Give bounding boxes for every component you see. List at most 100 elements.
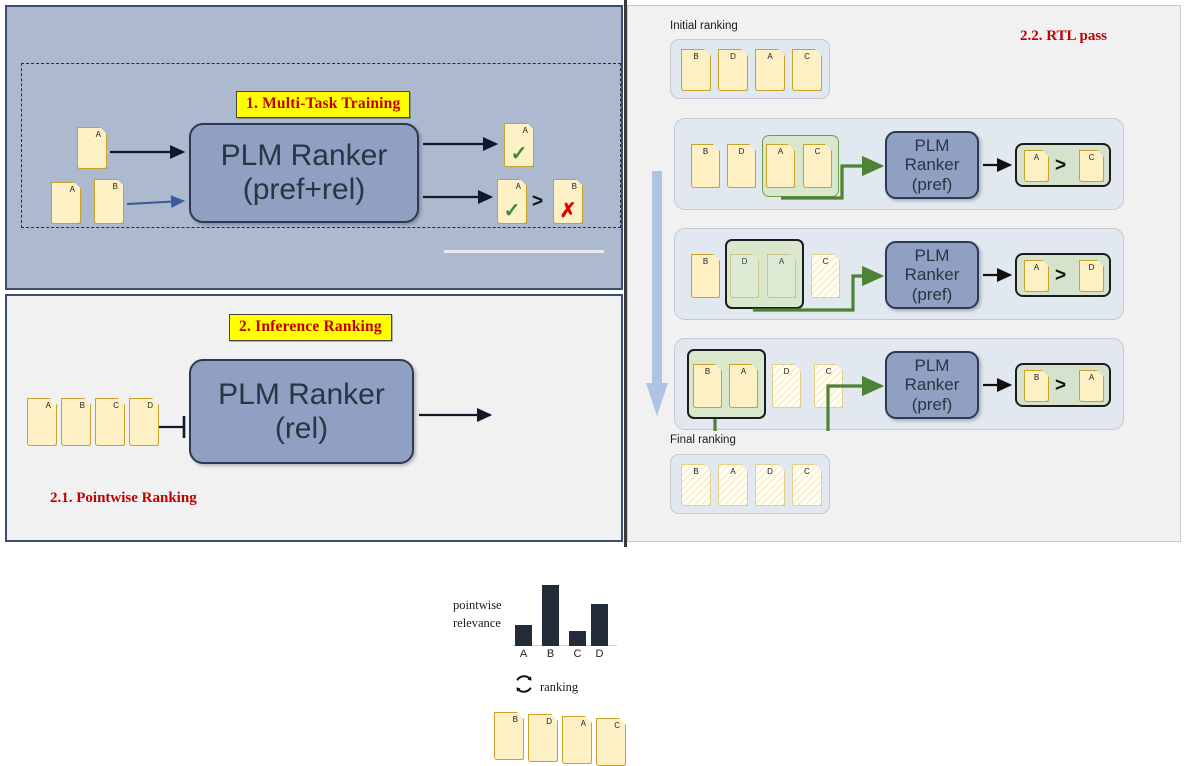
tick-a: A bbox=[519, 648, 528, 660]
plm-ranker-title: PLM Ranker bbox=[220, 139, 388, 173]
step3-result-left-doc: B bbox=[1024, 370, 1049, 402]
greater-than-symbol: > bbox=[532, 191, 544, 212]
plm-line-2: Ranker bbox=[904, 265, 960, 285]
training-banner: 1. Multi-Task Training bbox=[236, 91, 411, 118]
cross-icon: ✗ bbox=[559, 200, 577, 222]
plm-line-1: PLM bbox=[914, 246, 950, 266]
tick-c: C bbox=[573, 648, 582, 660]
doc-label: C bbox=[804, 467, 810, 476]
doc-label: C bbox=[804, 52, 810, 61]
doc-label: A bbox=[45, 401, 51, 410]
step2-result-left-doc: A bbox=[1024, 260, 1049, 292]
down-arrow-icon bbox=[646, 171, 668, 416]
inference-input-doc-4: D bbox=[129, 398, 159, 446]
plm-line-1: PLM bbox=[914, 356, 950, 376]
inference-input-doc-1: A bbox=[27, 398, 57, 446]
pointwise-relevance-barchart bbox=[515, 581, 610, 646]
plm-line-1: PLM bbox=[914, 136, 950, 156]
doc-label: A bbox=[778, 257, 785, 266]
doc-label: A bbox=[95, 130, 101, 139]
training-divider-line bbox=[444, 250, 604, 253]
circular-arrow-icon bbox=[516, 675, 532, 693]
initial-ranking-box: B D A C bbox=[670, 39, 830, 99]
step3-doc-4: C bbox=[814, 364, 843, 408]
inference-output-doc-4: C bbox=[596, 718, 626, 766]
doc-label: A bbox=[730, 467, 736, 476]
doc-label: C bbox=[113, 401, 119, 410]
doc-label: A bbox=[1033, 263, 1040, 272]
initial-doc-4: C bbox=[792, 49, 822, 91]
plm-ranker-subtitle: (rel) bbox=[274, 411, 329, 445]
doc-label: D bbox=[147, 401, 153, 410]
doc-label: D bbox=[546, 717, 552, 726]
doc-label: B bbox=[512, 715, 518, 724]
pointwise-ranking-label: 2.1. Pointwise Ranking bbox=[50, 490, 197, 506]
greater-than-symbol: > bbox=[1055, 265, 1067, 286]
plm-ranker-title: PLM Ranker bbox=[218, 377, 385, 411]
step2-doc-3: A bbox=[767, 254, 796, 298]
doc-label: B bbox=[702, 147, 709, 156]
doc-label: D bbox=[738, 147, 745, 156]
step1-result-left-doc: A bbox=[1024, 150, 1049, 182]
doc-label: A bbox=[1088, 373, 1095, 382]
plm-line-2: Ranker bbox=[904, 155, 960, 175]
doc-label: A bbox=[580, 719, 586, 728]
doc-label: D bbox=[767, 467, 773, 476]
rtl-step-row-1: B D A C PLM Ranker (pref) bbox=[674, 118, 1124, 210]
doc-label: A bbox=[522, 126, 528, 135]
rtl-step-row-3: B A D C PLM Ranker (pref) bbox=[674, 338, 1124, 431]
step2-doc-1: B bbox=[691, 254, 720, 298]
step2-result-box: A > D bbox=[1015, 253, 1111, 297]
training-output-doc-rejected: B ✗ bbox=[553, 179, 583, 224]
step1-doc-2: D bbox=[727, 144, 756, 188]
initial-doc-2: D bbox=[718, 49, 748, 91]
inference-ranking-panel: 2. Inference Ranking 2.1. Pointwise Rank… bbox=[5, 294, 623, 542]
plm-line-3: (pref) bbox=[911, 284, 953, 304]
doc-label: B bbox=[571, 182, 577, 191]
step1-doc-1: B bbox=[691, 144, 720, 188]
step2-result-right-doc: D bbox=[1079, 260, 1104, 292]
step3-doc-1: B bbox=[693, 364, 722, 408]
check-icon: ✓ bbox=[510, 143, 528, 165]
final-doc-2: A bbox=[718, 464, 748, 506]
rtl-pass-panel: 2.2. RTL pass Initial ranking B D A C B … bbox=[627, 5, 1181, 542]
step3-plm-ranker: PLM Ranker (pref) bbox=[885, 351, 979, 419]
tick-d: D bbox=[595, 648, 604, 660]
bar-a bbox=[515, 625, 532, 646]
step1-doc-3: A bbox=[766, 144, 795, 188]
left-column: 1. Multi-Task Training A A B PLM Ranker … bbox=[5, 5, 623, 542]
training-pairwise-input-doc-a: A bbox=[51, 182, 81, 224]
final-doc-1: B bbox=[681, 464, 711, 506]
training-pairwise-input-doc-b: B bbox=[94, 179, 124, 224]
rtl-step-row-2: B D A C PLM Ranker (pref) bbox=[674, 228, 1124, 320]
doc-label: C bbox=[825, 367, 832, 376]
plm-ranker-subtitle: (pref+rel) bbox=[242, 173, 366, 206]
step2-doc-2: D bbox=[730, 254, 759, 298]
doc-label: A bbox=[740, 367, 747, 376]
barchart-tick-labels: A B C D bbox=[515, 648, 610, 662]
doc-label: D bbox=[1088, 263, 1095, 272]
doc-label: A bbox=[777, 147, 784, 156]
step1-plm-ranker: PLM Ranker (pref) bbox=[885, 131, 979, 199]
doc-label: B bbox=[704, 367, 711, 376]
tick-b: B bbox=[546, 648, 555, 660]
inference-output-doc-1: B bbox=[494, 712, 524, 760]
plm-ranker-rel-box: PLM Ranker (rel) bbox=[189, 359, 414, 464]
step1-result-box: A > C bbox=[1015, 143, 1111, 187]
inference-output-doc-3: A bbox=[562, 716, 592, 764]
multi-task-training-panel: 1. Multi-Task Training A A B PLM Ranker … bbox=[5, 5, 623, 290]
initial-doc-1: B bbox=[681, 49, 711, 91]
rtl-pass-title: 2.2. RTL pass bbox=[1020, 28, 1108, 44]
doc-label: C bbox=[814, 147, 821, 156]
doc-label: A bbox=[1033, 153, 1040, 162]
doc-label: D bbox=[741, 257, 748, 266]
training-pointwise-input-doc: A bbox=[77, 127, 107, 169]
step2-doc-4: C bbox=[811, 254, 840, 298]
plm-line-2: Ranker bbox=[904, 375, 960, 395]
inference-output-doc-2: D bbox=[528, 714, 558, 762]
caption-line-2: relevance bbox=[453, 616, 501, 631]
caption-line-1: pointwise bbox=[453, 598, 502, 612]
training-output-doc-preferred: A ✓ bbox=[497, 179, 527, 224]
check-icon: ✓ bbox=[503, 200, 521, 222]
final-ranking-label: Final ranking bbox=[670, 434, 736, 446]
